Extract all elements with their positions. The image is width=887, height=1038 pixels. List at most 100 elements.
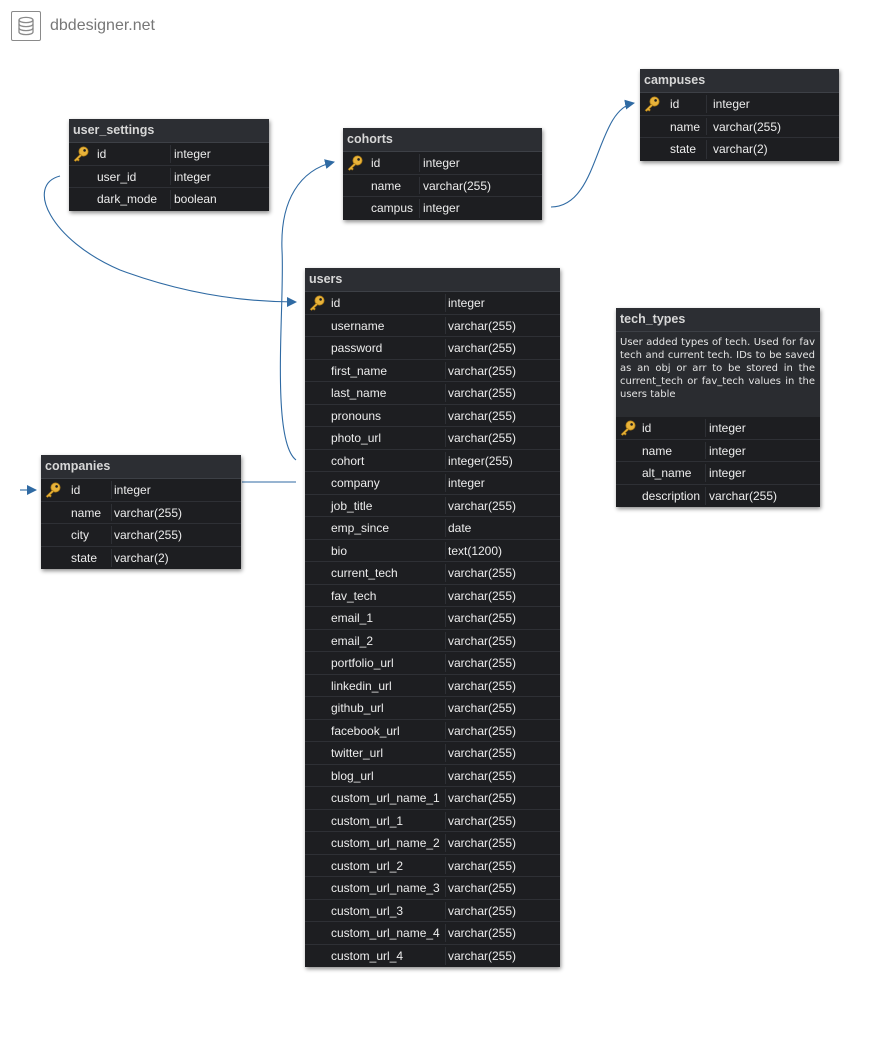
table-title[interactable]: users (305, 268, 560, 292)
table-row[interactable]: state varchar(2) (640, 138, 839, 161)
column-name: id (331, 296, 341, 310)
column-name: city (71, 528, 89, 542)
column-type: varchar(2) (114, 550, 169, 565)
column-type: varchar(255) (448, 431, 517, 445)
column-type: varchar(255) (448, 633, 517, 648)
column-type: varchar(255) (448, 746, 517, 760)
column-name: id (642, 421, 652, 435)
column-name: job_title (331, 498, 373, 513)
table-row[interactable]: custom_url_4 varchar(255) (305, 945, 560, 968)
table-title[interactable]: companies (41, 455, 241, 479)
table-title[interactable]: user_settings (69, 119, 269, 143)
column-name: current_tech (331, 566, 398, 580)
column-name: id (670, 97, 680, 111)
table-row[interactable]: job_title varchar(255) (305, 495, 560, 517)
column-name: custom_url_name_2 (331, 836, 440, 850)
column-name: last_name (331, 386, 387, 400)
table-title[interactable]: campuses (640, 69, 839, 93)
primary-key-icon (72, 146, 90, 162)
table-title[interactable]: cohorts (343, 128, 542, 152)
column-type: varchar(255) (448, 836, 517, 850)
table-row[interactable]: last_name varchar(255) (305, 382, 560, 405)
column-name: name (371, 178, 402, 193)
primary-key-icon (346, 155, 364, 171)
column-type: integer (174, 169, 211, 184)
column-type: varchar(255) (448, 948, 517, 963)
column-name: custom_url_name_4 (331, 926, 440, 940)
table-row[interactable]: state varchar(2) (41, 547, 241, 570)
column-type: varchar(255) (713, 119, 782, 134)
table-row[interactable]: current_tech varchar(255) (305, 562, 560, 585)
column-type: integer (174, 147, 211, 161)
column-type: varchar(255) (448, 701, 517, 715)
column-name: fav_tech (331, 588, 377, 603)
table-row[interactable]: id integer (305, 292, 560, 315)
table-title[interactable]: tech_types (616, 308, 820, 332)
column-type: text(1200) (448, 543, 503, 558)
column-name: description (642, 488, 701, 503)
column-type: varchar(255) (448, 498, 517, 513)
table-row[interactable]: custom_url_name_2 varchar(255) (305, 832, 560, 855)
column-type: varchar(255) (448, 566, 517, 580)
column-type: boolean (174, 192, 217, 206)
column-type: integer (448, 296, 485, 310)
column-type: varchar(255) (448, 813, 517, 828)
column-type: varchar(255) (448, 656, 517, 670)
column-type: varchar(255) (448, 881, 517, 895)
column-name: pronouns (331, 408, 382, 423)
column-name: custom_url_4 (331, 948, 404, 963)
column-type: varchar(2) (713, 142, 768, 156)
column-name: alt_name (642, 466, 692, 480)
brand[interactable]: dbdesigner.net (11, 11, 155, 41)
column-type: varchar(255) (448, 386, 517, 400)
column-name: campus (371, 201, 414, 215)
column-name: state (670, 142, 697, 156)
column-name: state (71, 550, 98, 565)
